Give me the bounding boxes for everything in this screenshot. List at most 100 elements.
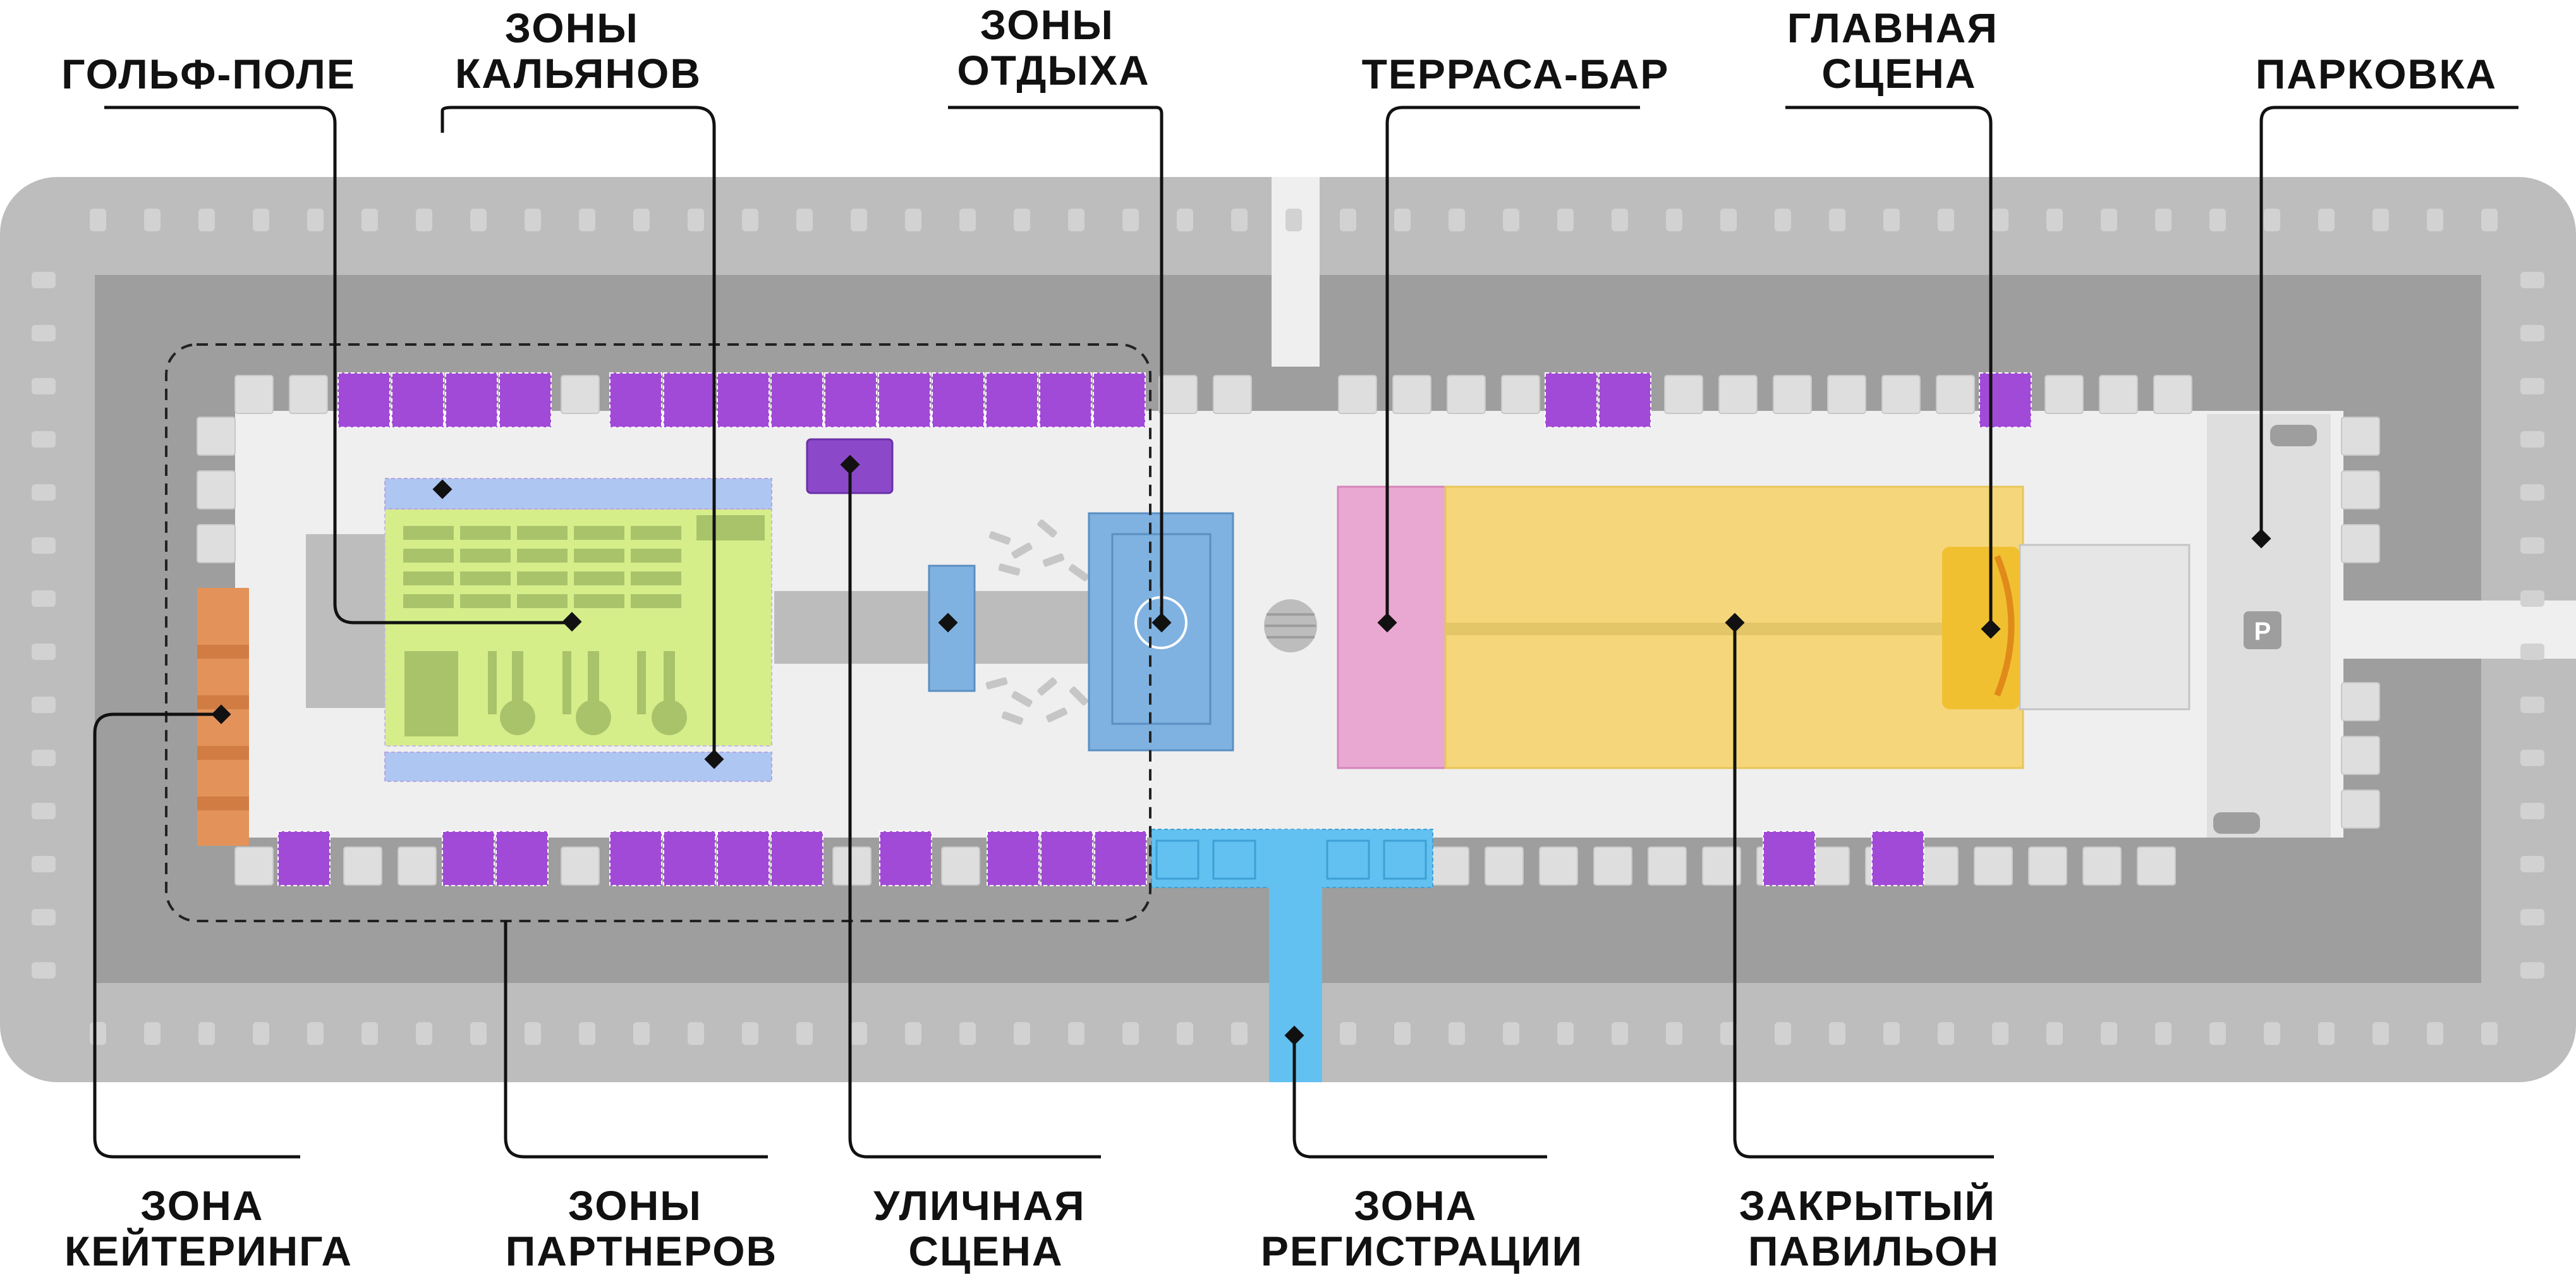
edge-booth (144, 1022, 161, 1045)
catering-stripe-1 (197, 645, 249, 659)
edge-booth (2101, 1022, 2117, 1045)
side-booth (197, 470, 236, 509)
partner-booth (1094, 831, 1147, 886)
label-catering-line2: КЕЙТЕРИНГА (64, 1227, 353, 1274)
backstage-area (2019, 544, 2190, 711)
side-booth (2341, 417, 2380, 456)
golf-hole-stem (664, 651, 675, 708)
golf-hole-cup (500, 700, 535, 735)
edge-booth (32, 484, 56, 501)
partner-booth (879, 831, 932, 886)
marker-registration (1284, 1025, 1304, 1046)
booth (1158, 375, 1198, 414)
booth (234, 375, 274, 414)
edge-booth (2481, 1022, 2498, 1045)
booth (561, 846, 600, 886)
lounge-furniture (1037, 677, 1057, 696)
booth (2082, 846, 2122, 886)
partner-booth (1763, 831, 1816, 886)
edge-booth (198, 209, 215, 231)
partner-booths[interactable] (277, 372, 2032, 886)
label-parking: ПАРКОВКА (2256, 51, 2497, 97)
edge-booth (2264, 209, 2280, 231)
edge-booth (32, 378, 56, 394)
side-booth (197, 524, 236, 563)
label-parking-line1: ПАРКОВКА (2256, 51, 2497, 97)
edge-booth (2209, 209, 2226, 231)
partner-booth (824, 372, 877, 428)
golf-field[interactable] (306, 508, 772, 747)
booth (2099, 375, 2138, 414)
golf-hole-cup (652, 700, 687, 735)
edge-booth (32, 431, 56, 448)
edge-booth (2155, 1022, 2172, 1045)
edge-booth (1883, 209, 1900, 231)
edge-booth (2101, 209, 2117, 231)
callout-main-stage-line (1785, 106, 1993, 629)
golf-green (696, 515, 765, 540)
side-booth (2341, 470, 2380, 509)
partner-booth (932, 372, 985, 428)
lounge-furniture (1001, 711, 1024, 725)
edge-booth (2520, 962, 2544, 979)
golf-hole-block (404, 651, 458, 736)
golf-green (403, 571, 454, 585)
edge-booth (2520, 325, 2544, 341)
edge-booth (2520, 431, 2544, 448)
booth (1501, 375, 1540, 414)
edge-booth (198, 1022, 215, 1045)
label-street-stage: УЛИЧНАЯ СЦЕНА (873, 1182, 1098, 1274)
booth (1827, 375, 1866, 414)
booth (1485, 846, 1524, 886)
booth (1664, 375, 1703, 414)
edge-booth (1068, 209, 1084, 231)
edge-booth (633, 1022, 650, 1045)
edge-booth (2372, 209, 2389, 231)
edge-booth (851, 209, 867, 231)
registration-booths (1155, 839, 1427, 880)
booth (289, 375, 328, 414)
booth (941, 846, 980, 886)
edge-booth (2520, 537, 2544, 554)
partner-zone-boundary (165, 343, 1151, 922)
edge-booth (2520, 272, 2544, 288)
parking-lot[interactable]: P (2207, 414, 2331, 838)
booth (2153, 375, 2192, 414)
hookah-zone-north[interactable] (384, 478, 772, 509)
marker-catering (211, 704, 231, 724)
callout-parking-line (2259, 106, 2518, 539)
partner-booth (609, 372, 662, 428)
edge-booth (2264, 1022, 2280, 1045)
main-stage[interactable] (1942, 547, 2020, 709)
golf-holes (404, 651, 687, 736)
label-rest-zones: ЗОНЫ ОТДЫХА (957, 1, 1150, 94)
partner-booth (1979, 372, 2032, 428)
marker-terrace (1377, 613, 1397, 633)
partner-booth (609, 831, 662, 886)
edge-booth (959, 209, 976, 231)
golf-green (574, 526, 624, 540)
partner-booth (1093, 372, 1146, 428)
edge-booth (1612, 1022, 1628, 1045)
lounge-furniture (1011, 542, 1033, 559)
edge-booth (32, 325, 56, 341)
edge-booth (32, 272, 56, 288)
golf-green (517, 526, 568, 540)
lounge-furniture-north (988, 519, 1090, 582)
edge-booth (32, 962, 56, 979)
edge-booth (361, 209, 378, 231)
side-booth (197, 417, 236, 456)
callout-partners-line (504, 921, 768, 1159)
lounge-furniture-south (985, 677, 1089, 725)
lounge-furniture (1068, 564, 1090, 582)
edge-booth (1394, 209, 1411, 231)
edge-booth (525, 209, 541, 231)
edge-booth (144, 209, 161, 231)
edge-booth (90, 1022, 106, 1045)
label-rest-line1: ЗОНЫ (980, 1, 1114, 48)
edge-booth (1938, 209, 1954, 231)
edge-booth (1340, 209, 1356, 231)
partner-booth (442, 831, 495, 886)
golf-green (517, 571, 568, 585)
